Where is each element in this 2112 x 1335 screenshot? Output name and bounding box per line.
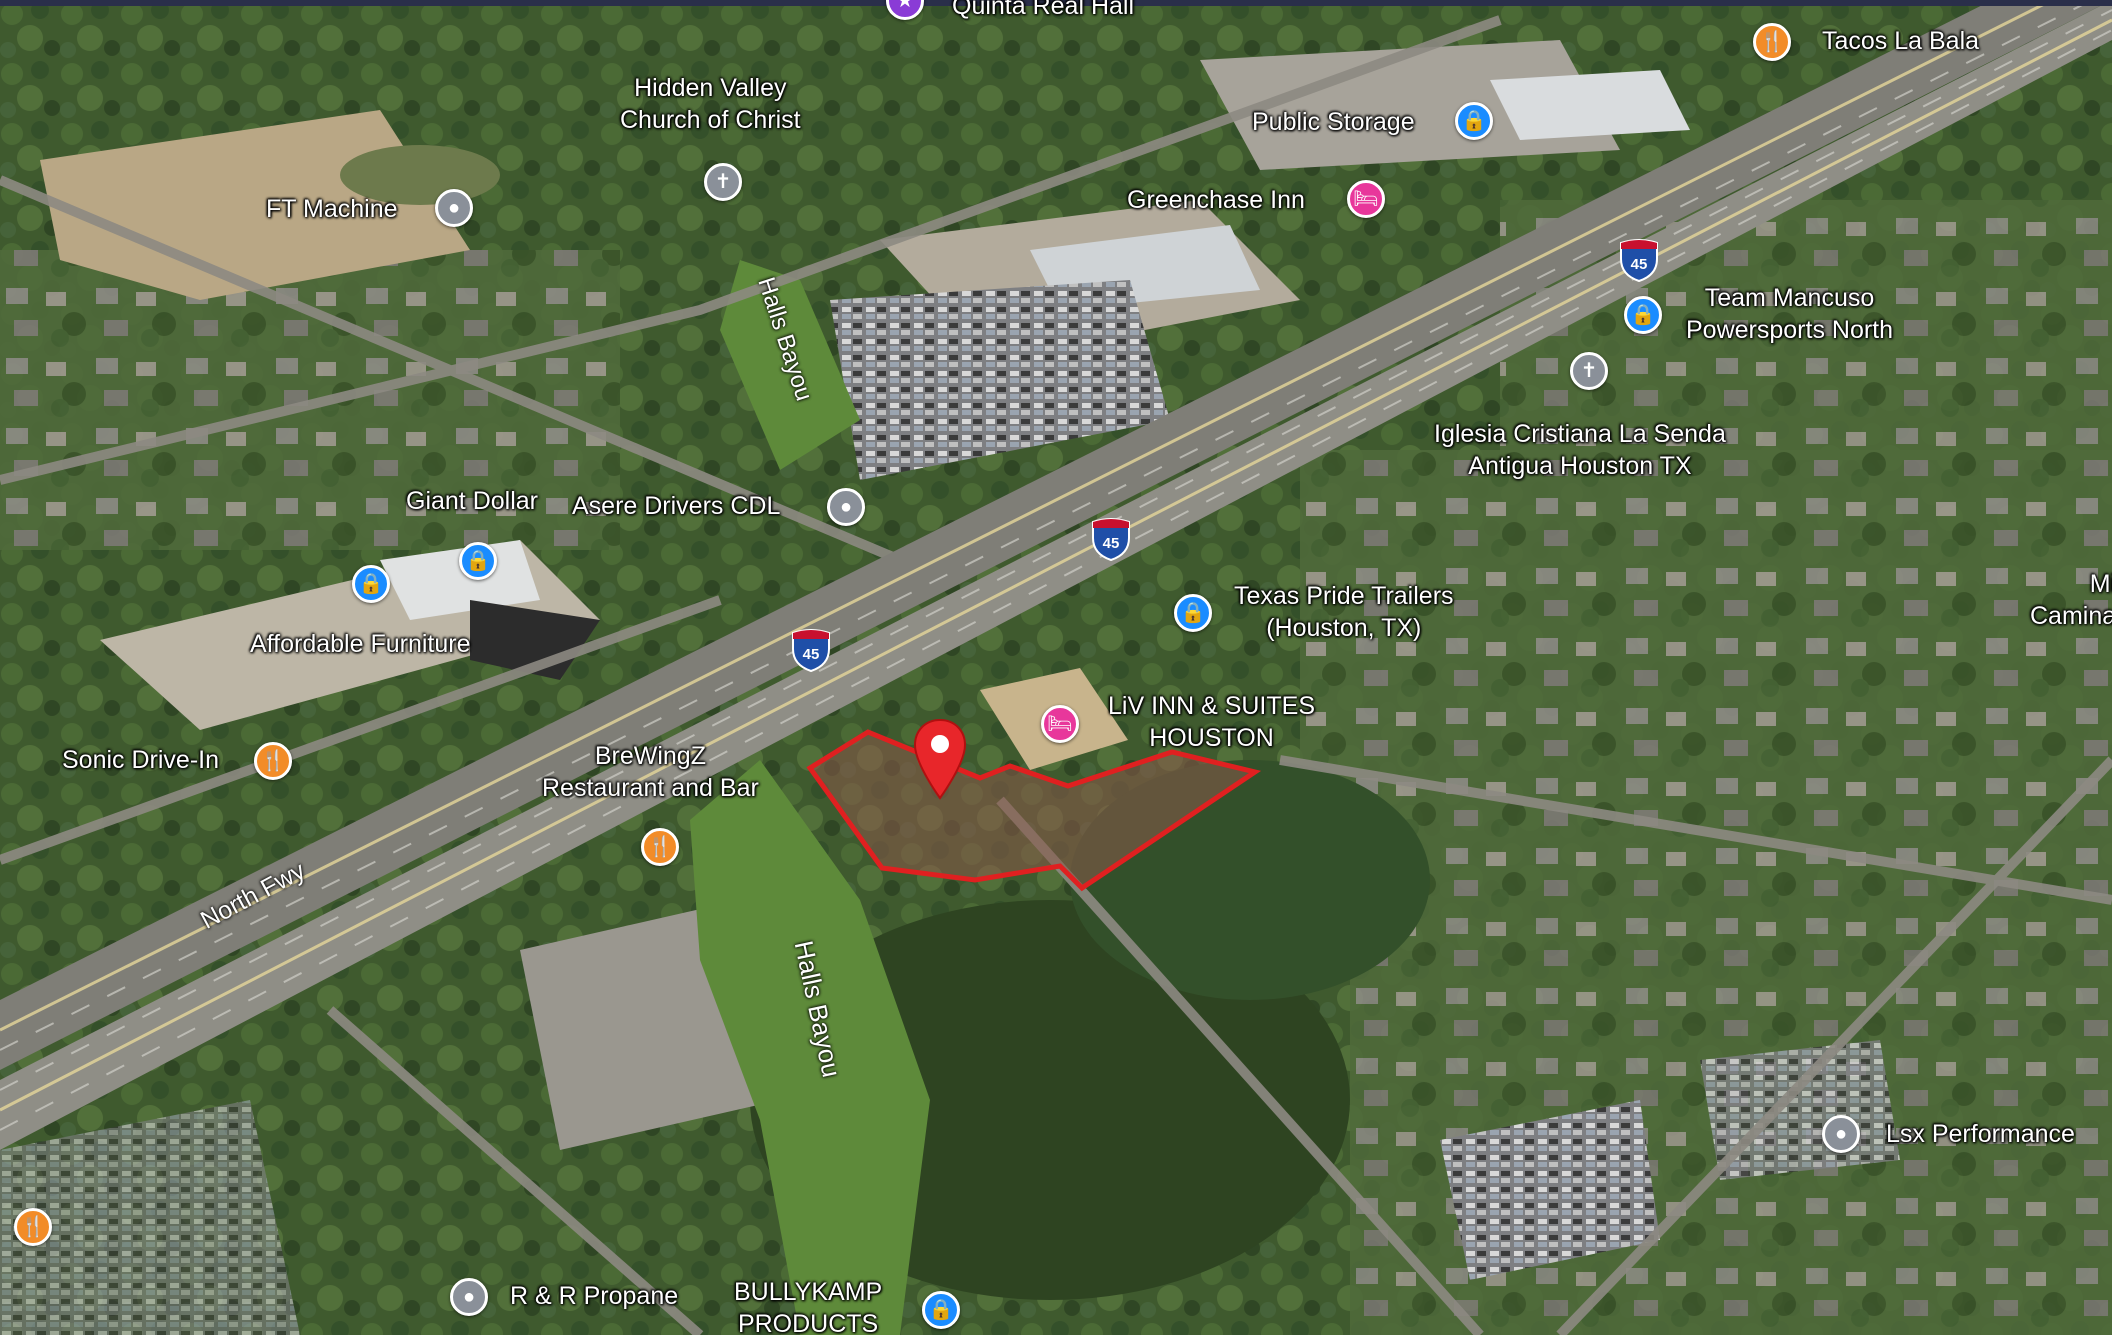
shopping-icon[interactable]: 🔒 [922,1291,960,1329]
place-label[interactable]: Quinta Real Hall [952,0,1135,20]
place-label[interactable]: Mi Camina [2030,570,2112,630]
interstate-shield-icon: 45 [1620,239,1658,283]
place-label[interactable]: R & R Propane [510,1282,679,1310]
place-label[interactable]: Tacos La Bala [1822,27,1980,55]
food-icon[interactable]: 🍴 [1753,23,1791,61]
lodging-icon[interactable]: 🛏 [1347,180,1385,218]
place-icon[interactable]: ● [450,1278,488,1316]
place-label[interactable]: Iglesia Cristiana La Senda Antigua Houst… [1434,420,1726,480]
place-icon[interactable]: ● [435,189,473,227]
place-label[interactable]: BreWingZ Restaurant and Bar [542,742,759,802]
place-label[interactable]: Texas Pride Trailers (Houston, TX) [1234,582,1454,642]
svg-text:45: 45 [803,646,820,663]
place-label[interactable]: Public Storage [1252,108,1415,136]
place-label[interactable]: Sonic Drive-In [62,746,219,774]
shopping-icon[interactable]: 🔒 [352,565,390,603]
place-label[interactable]: Asere Drivers CDL [572,492,781,520]
food-icon[interactable]: 🍴 [254,742,292,780]
church-icon[interactable]: ✝ [1570,352,1608,390]
food-icon[interactable]: 🍴 [641,828,679,866]
place-label[interactable]: Greenchase Inn [1127,186,1305,214]
place-label[interactable]: BULLYKAMP PRODUCTS [734,1278,883,1335]
church-icon[interactable]: ✝ [704,163,742,201]
place-label[interactable]: Team Mancuso Powersports North [1686,284,1894,344]
place-label[interactable]: Affordable Furniture [250,630,471,658]
shopping-icon[interactable]: 🔒 [459,542,497,580]
parcel-outline [806,729,1262,892]
svg-text:45: 45 [1103,535,1120,552]
place-icon[interactable]: ● [827,488,865,526]
location-pin-icon[interactable] [912,718,968,802]
place-label[interactable]: Giant Dollar [406,487,538,515]
shopping-icon[interactable]: 🔒 [1174,594,1212,632]
place-label[interactable]: LiV INN & SUITES HOUSTON [1108,692,1315,752]
food-icon[interactable]: 🍴 [14,1208,52,1246]
lodging-icon[interactable]: 🛏 [1041,705,1079,743]
interstate-shield-icon: 45 [1092,518,1130,562]
shopping-icon[interactable]: 🔒 [1455,102,1493,140]
svg-text:45: 45 [1631,256,1648,273]
place-label[interactable]: Hidden Valley Church of Christ [620,74,801,134]
place-label[interactable]: FT Machine [266,195,398,223]
place-label[interactable]: Lsx Performance [1886,1120,2075,1148]
place-icon[interactable]: ● [1822,1115,1860,1153]
interstate-shield-icon: 45 [792,629,830,673]
shopping-icon[interactable]: 🔒 [1624,296,1662,334]
